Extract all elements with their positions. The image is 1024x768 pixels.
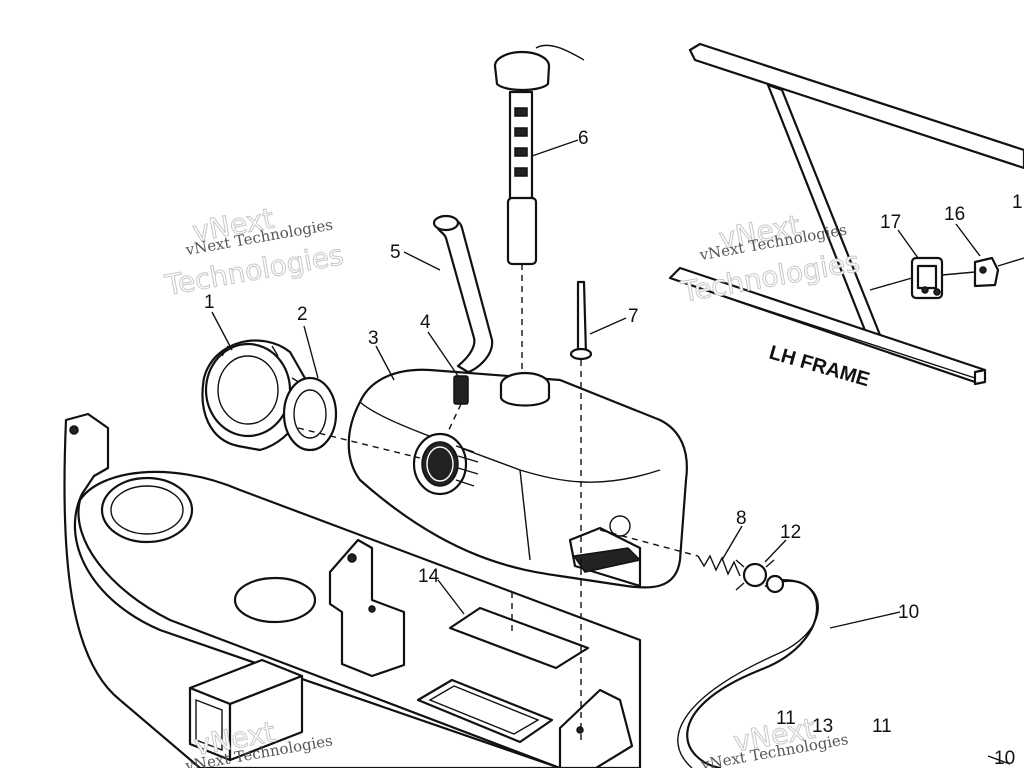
callout-7: 7 (628, 306, 639, 327)
callout-16: 16 (944, 204, 965, 225)
callout-8: 8 (736, 508, 747, 529)
callout-11-left: 11 (776, 708, 796, 729)
lh-frame (668, 42, 1024, 386)
callout-13: 13 (812, 716, 833, 737)
callout-11-right: 11 (872, 716, 892, 737)
part-5-hose (432, 214, 494, 374)
callout-3: 3 (368, 328, 379, 349)
callout-14: 14 (418, 566, 440, 587)
callout-10-bottom: 10 (994, 748, 1015, 768)
lh-frame-label: LH FRAME (767, 342, 872, 392)
callouts: 1 2 3 4 5 6 7 8 12 10 11 13 11 14 16 17 … (204, 128, 1023, 768)
leader-lines (211, 139, 1011, 765)
callout-6: 6 (578, 128, 589, 149)
callout-1: 1 (204, 292, 215, 313)
part-4-fitting (453, 375, 469, 405)
callout-2: 2 (297, 304, 308, 325)
part-10-fuel-line (677, 574, 819, 768)
watermark-top-left: vNext Technologies vNext Technologies (161, 201, 346, 302)
part-3-fuel-tank (347, 368, 688, 589)
part-2-gasket (282, 376, 338, 452)
part-6-fuel-sender (493, 44, 585, 266)
callout-12: 12 (780, 522, 801, 543)
assembly-lines (297, 264, 699, 740)
part-7-vent (569, 280, 593, 361)
part-8-spring (697, 554, 741, 577)
callout-17: 17 (880, 212, 901, 233)
callout-4: 4 (420, 312, 431, 333)
callout-1-frame: 1 (1012, 192, 1023, 213)
part-17-clamp (910, 256, 944, 300)
base-plate (63, 412, 642, 768)
part-14-pad (448, 606, 590, 670)
part-16-clip (973, 256, 1000, 288)
callout-10: 10 (898, 602, 919, 623)
part-12-clamp (735, 559, 775, 591)
callout-5: 5 (390, 242, 401, 263)
